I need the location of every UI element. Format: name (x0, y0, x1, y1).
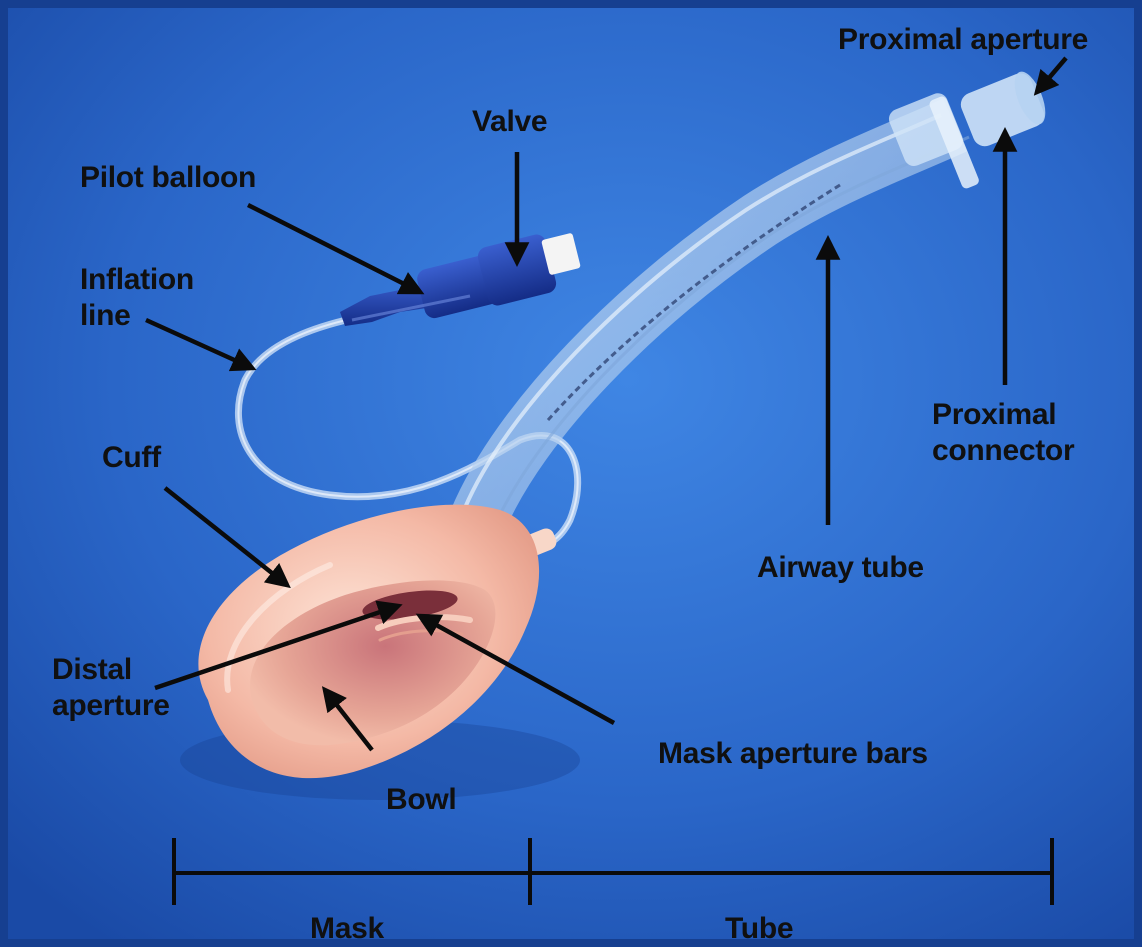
label-proximal-connector: Proximal connector (932, 397, 1112, 469)
label-inflation-line: Inflation line (80, 262, 230, 334)
label-distal-aperture: Distal aperture (52, 652, 202, 724)
label-proximal-aperture: Proximal aperture (838, 22, 1088, 58)
label-tube: Tube (725, 911, 793, 947)
label-mask: Mask (310, 911, 384, 947)
label-mask-aperture-bars: Mask aperture bars (658, 736, 928, 772)
label-cuff: Cuff (102, 440, 161, 476)
label-pilot-balloon: Pilot balloon (80, 160, 256, 196)
label-bowl: Bowl (386, 782, 456, 818)
label-airway-tube: Airway tube (757, 550, 924, 586)
label-valve: Valve (472, 104, 547, 140)
